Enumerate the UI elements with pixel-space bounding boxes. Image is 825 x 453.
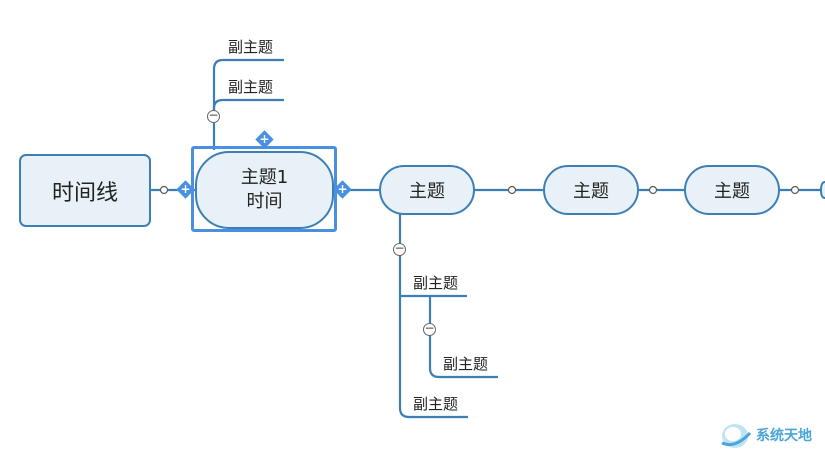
selected-topic-subtitle: 时间 [246, 191, 283, 212]
watermark: 系统天地 [718, 418, 825, 452]
topic-label: 主题 [573, 181, 609, 202]
collapse-button[interactable]: − [423, 321, 436, 336]
topic-node[interactable]: 主题 [543, 165, 639, 215]
topic-label: 主题 [409, 181, 445, 202]
plus-icon: + [337, 182, 348, 196]
minus-circle-icon: − [394, 241, 405, 255]
subtopic-label[interactable]: 副主题 [413, 395, 459, 413]
subtopic-label[interactable]: 副主题 [413, 274, 459, 292]
add-topic-left-handle[interactable]: + [176, 180, 195, 199]
collapse-button[interactable]: − [393, 241, 406, 256]
minus-circle-icon: − [424, 321, 435, 335]
minus-circle-icon: − [208, 108, 219, 122]
plus-icon: + [180, 182, 191, 196]
topic-label: 主题 [714, 181, 750, 202]
subtopic-label[interactable]: 副主题 [228, 78, 274, 96]
subtopic-label[interactable]: 副主题 [228, 38, 274, 56]
topic-node[interactable]: 主题 [379, 165, 475, 215]
selected-topic-node[interactable]: 主题1 时间 [195, 151, 334, 229]
watermark-logo-icon [721, 424, 752, 448]
add-topic-top-handle[interactable]: + [255, 130, 274, 149]
collapse-button[interactable]: − [207, 108, 220, 123]
root-topic-node[interactable]: 时间线 [19, 154, 151, 227]
watermark-text: 系统天地 [756, 428, 812, 444]
subtopic-label[interactable]: 副主题 [443, 355, 489, 373]
topic-node[interactable]: 主题 [684, 165, 780, 215]
root-topic-label: 时间线 [51, 180, 118, 206]
selected-topic-title: 主题1 [240, 166, 289, 188]
add-topic-right-handle[interactable]: + [333, 180, 352, 199]
plus-icon: + [259, 132, 270, 146]
